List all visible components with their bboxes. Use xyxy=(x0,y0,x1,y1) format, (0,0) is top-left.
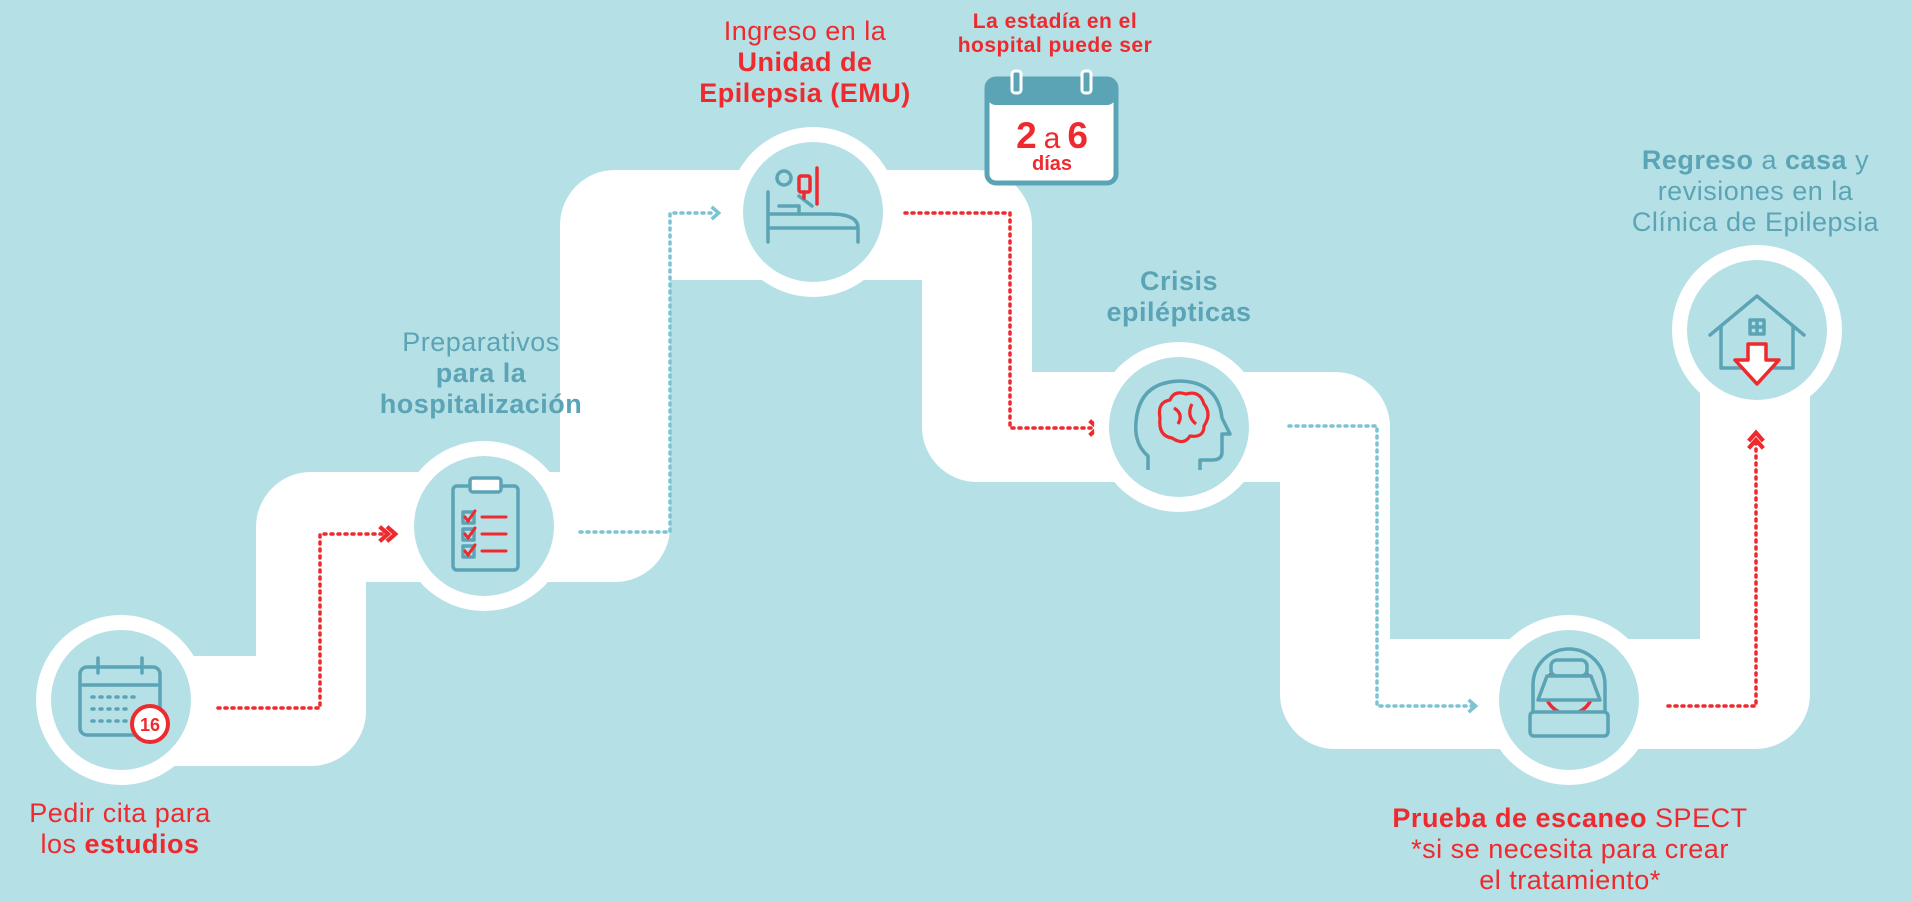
calendar-badge-text: 16 xyxy=(140,715,160,735)
step-appointment-label: Pedir cita para los estudios xyxy=(29,798,211,859)
journey-path xyxy=(130,170,1810,766)
step-home-label: Regreso a casa y revisiones en la Clínic… xyxy=(1631,145,1880,237)
connector-5 xyxy=(1666,440,1756,708)
calendar-badge xyxy=(130,704,170,744)
step-admission-node xyxy=(728,127,898,297)
home-arrow-icon xyxy=(1708,294,1806,386)
connector-2 xyxy=(578,205,722,534)
stay-max: 6 xyxy=(1067,115,1088,156)
connector-3 xyxy=(903,211,1098,428)
connector-4 xyxy=(1287,424,1479,714)
connector-1 xyxy=(216,534,388,710)
stay-duration-title: La estadía en el hospital puede ser xyxy=(957,10,1153,57)
brain-head-icon xyxy=(1134,379,1232,470)
step-appointment-node: 16 xyxy=(36,615,206,785)
step-preparation-node xyxy=(399,441,569,611)
clipboard-checklist-icon xyxy=(451,476,520,572)
stay-connector: a xyxy=(1044,122,1061,155)
stay-unit: días xyxy=(1032,153,1072,175)
step-seizures-label: Crisis epilépticas xyxy=(1106,266,1252,327)
stay-min: 2 xyxy=(1016,115,1037,156)
scanner-icon xyxy=(1528,647,1610,738)
svg-text:2a6: 2a6 xyxy=(1016,115,1088,156)
step-seizures-node xyxy=(1094,342,1264,512)
step-admission-label: Ingreso en la Unidad de Epilepsia (EMU) xyxy=(699,16,911,108)
calendar-icon xyxy=(78,656,162,737)
step-spect-node xyxy=(1484,615,1654,785)
hospital-bed-icon xyxy=(766,169,860,244)
step-preparation-label: Preparativos para la hospitalización xyxy=(379,327,583,419)
step-home-node xyxy=(1672,245,1842,415)
step-spect-label: Prueba de escaneo SPECT *si se necesita … xyxy=(1392,803,1748,895)
